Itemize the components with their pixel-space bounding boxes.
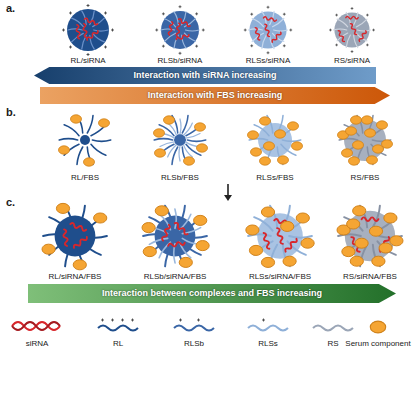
arrow-caption: Interaction with FBS increasing	[148, 90, 283, 101]
legend-samples	[12, 319, 386, 333]
legend-label: Serum component	[345, 339, 410, 349]
arrow-caption: Interaction between complexes and FBS in…	[102, 288, 322, 299]
complex-label: RS/siRNA/FBS	[343, 272, 397, 282]
panel-letter: c.	[6, 196, 15, 209]
complex-label: RLSb/siRNA	[158, 56, 203, 66]
arrow-band: Interaction between complexes and FBS in…	[28, 284, 396, 303]
arrow-band-fill	[34, 67, 376, 84]
arrow-caption: Interaction with siRNA increasing	[133, 70, 276, 81]
panel-letter: a.	[6, 2, 15, 15]
complex-label: RS/FBS	[351, 173, 380, 183]
complex-label: RLSs/siRNA	[246, 56, 290, 66]
complex-label: RS/siRNA	[334, 56, 370, 66]
panel-letter: b.	[6, 106, 16, 119]
complex-label: RL/siRNA	[70, 56, 105, 66]
legend-label: RLSb	[184, 339, 204, 349]
arrow-band: Interaction with siRNA increasing	[34, 67, 376, 84]
arrow-band: Interaction with FBS increasing	[40, 87, 390, 104]
arrow-band-fill	[40, 87, 390, 104]
complex-label: RLSb/FBS	[161, 173, 199, 183]
legend-label: siRNA	[26, 339, 49, 349]
arrow-band-fill	[28, 284, 396, 303]
complex-label: RLSs/siRNA/FBS	[249, 272, 311, 282]
legend-label: RL	[113, 339, 123, 349]
complex-label: RLSb/siRNA/FBS	[144, 272, 207, 282]
legend-label: RLSs	[258, 339, 278, 349]
complex-label: RL/FBS	[71, 173, 99, 183]
legend-label: RS	[327, 339, 338, 349]
complex-label: RL/siRNA/FBS	[49, 272, 102, 282]
complex-label: RLSs/FBS	[256, 173, 293, 183]
